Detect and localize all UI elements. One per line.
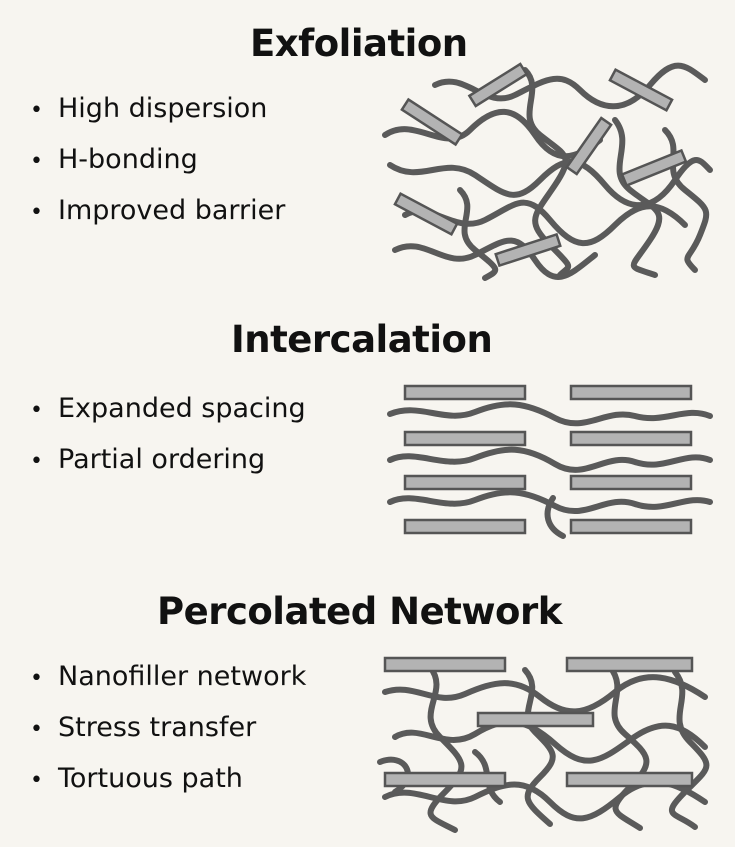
- exfoliation-diagram: [382, 62, 713, 281]
- polymer-chain: [522, 667, 556, 827]
- filler-sheet: [569, 474, 693, 491]
- bullet-dot-icon: •: [30, 666, 43, 691]
- filler-sheet: [620, 148, 688, 188]
- polymer-chain: [457, 187, 499, 281]
- bullet-dot-icon: •: [30, 98, 43, 123]
- polymer-chains: [387, 401, 713, 539]
- polymer-chain: [669, 669, 710, 830]
- polymer-chain: [612, 117, 663, 278]
- exfoliation-bullet-list: • High dispersion • H-bonding • Improved ba…: [30, 89, 285, 242]
- bullet-dot-icon: •: [30, 717, 43, 742]
- polymer-chain: [544, 495, 566, 539]
- percolated-network-bullet-list: • Nanofiller network • Stress transfer • To…: [30, 657, 306, 810]
- intercalation-bullet-list: • Expanded spacing • Partial ordering: [30, 389, 306, 491]
- bullet-item: • Improved barrier: [30, 191, 285, 242]
- exfoliation-title: Exfoliation: [250, 22, 468, 65]
- filler-sheet: [569, 384, 693, 401]
- bullet-item: • Expanded spacing: [30, 389, 306, 440]
- filler-sheet: [565, 116, 613, 176]
- polymer-chain: [662, 127, 710, 273]
- filler-sheets: [403, 384, 693, 535]
- filler-sheets: [383, 656, 694, 788]
- polymer-chain: [427, 664, 465, 833]
- bullet-dot-icon: •: [30, 200, 43, 225]
- filler-sheet: [565, 656, 694, 673]
- bullet-item: • Nanofiller network: [30, 657, 306, 708]
- polymer-chain: [382, 674, 708, 715]
- bullet-text: Nanofiller network: [58, 661, 307, 692]
- filler-sheet: [494, 232, 562, 268]
- bullet-item: • Stress transfer: [30, 708, 306, 759]
- filler-sheet: [403, 474, 527, 491]
- bullet-item: • Partial ordering: [30, 440, 306, 491]
- filler-sheet: [476, 711, 595, 728]
- bullet-dot-icon: •: [30, 149, 43, 174]
- filler-sheet: [400, 97, 464, 147]
- bullet-text: Tortuous path: [58, 763, 243, 794]
- intercalation-title: Intercalation: [231, 318, 493, 361]
- bullet-text: High dispersion: [58, 93, 268, 124]
- polymer-chain: [522, 67, 572, 278]
- bullet-text: Expanded spacing: [58, 393, 306, 424]
- intercalation-diagram: [387, 384, 713, 539]
- percolated-network-diagram: [377, 656, 710, 833]
- polymer-chain: [607, 664, 650, 831]
- bullet-item: • Tortuous path: [30, 759, 306, 810]
- bullet-text: Partial ordering: [58, 444, 266, 475]
- filler-sheet: [403, 384, 527, 401]
- bullet-item: • H-bonding: [30, 140, 285, 191]
- bullet-text: Improved barrier: [58, 195, 286, 226]
- filler-sheet: [569, 518, 693, 535]
- percolated-network-title: Percolated Network: [157, 590, 562, 633]
- filler-sheet: [403, 518, 527, 535]
- polymer-chain: [387, 446, 713, 473]
- filler-sheet: [565, 771, 694, 788]
- filler-sheet: [383, 771, 507, 788]
- filler-sheets: [393, 62, 688, 268]
- bullet-dot-icon: •: [30, 398, 43, 423]
- filler-sheet: [608, 67, 674, 113]
- bullet-dot-icon: •: [30, 449, 43, 474]
- bullet-dot-icon: •: [30, 768, 43, 793]
- filler-sheet: [383, 656, 507, 673]
- bullet-item: • High dispersion: [30, 89, 285, 140]
- polymer-chains: [377, 664, 710, 833]
- bullet-text: Stress transfer: [58, 712, 257, 743]
- filler-sheet: [569, 430, 693, 447]
- filler-sheet: [403, 430, 527, 447]
- bullet-text: H-bonding: [58, 144, 198, 175]
- filler-sheet: [467, 62, 529, 108]
- filler-sheet: [393, 191, 459, 237]
- polymer-chain: [387, 401, 713, 427]
- polymer-chain: [387, 489, 713, 514]
